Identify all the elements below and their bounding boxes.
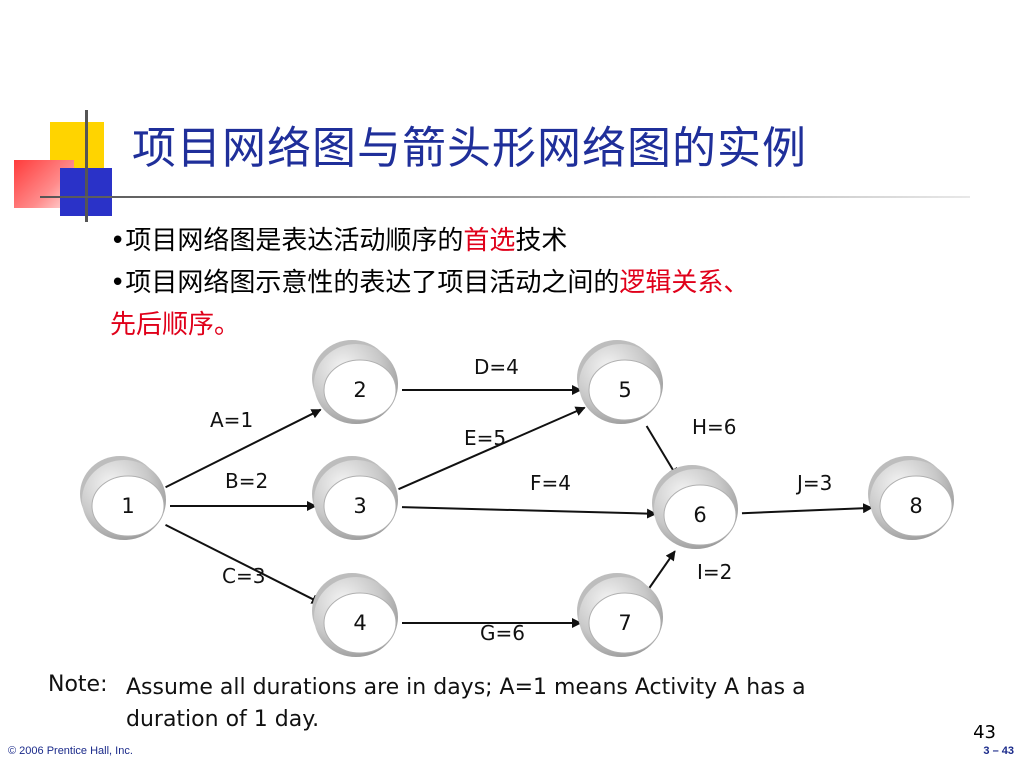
bullet-item-2: •项目网络图示意性的表达了项目活动之间的逻辑关系、 (110, 262, 970, 304)
node-label: 3 (353, 494, 366, 518)
edge-label-7-6: I=2 (697, 560, 732, 584)
node-6: 6 (652, 465, 738, 549)
edge-arrow-3-5 (398, 406, 586, 491)
node-7: 7 (577, 573, 663, 657)
node-face (323, 592, 397, 654)
edge-label-3-5: E=5 (464, 426, 506, 450)
node-label: 7 (618, 611, 631, 635)
edge-arrow-3-6 (401, 506, 658, 519)
node-face (588, 359, 662, 421)
note-label: Note: (48, 672, 108, 697)
edge-label-1-4: C=3 (222, 564, 265, 588)
edge-label-5-6: H=6 (692, 415, 737, 439)
node-face (323, 475, 397, 537)
bullet-text: 项目网络图示意性的表达了项目活动之间的 (125, 268, 620, 298)
page-number: 43 (973, 722, 996, 743)
node-1: 1 (80, 456, 166, 540)
node-label: 4 (353, 611, 366, 635)
node-label: 5 (618, 378, 631, 402)
bullet-item-1: •项目网络图是表达活动顺序的首选技术 (110, 220, 970, 262)
node-face (588, 592, 662, 654)
node-label: 2 (353, 378, 366, 402)
node-label: 1 (121, 494, 134, 518)
node-3: 3 (312, 456, 398, 540)
node-8: 8 (868, 456, 954, 540)
deco-vertical-line (85, 110, 88, 222)
page-title: 项目网络图与箭头形网络图的实例 (132, 123, 807, 174)
deco-horizontal-line (40, 196, 970, 198)
node-4: 4 (312, 573, 398, 657)
edge-arrow-6-8 (741, 503, 874, 515)
bullet-marker: • (110, 226, 126, 256)
edge-arrow-1-4 (165, 524, 322, 605)
nodes-layer: 1 2 3 4 5 6 7 8 (80, 340, 954, 657)
bullet-text: 项目网络图是表达活动顺序的 (125, 226, 464, 256)
edge-label-2-5: D=4 (474, 355, 519, 379)
bullet-list: •项目网络图是表达活动顺序的首选技术 •项目网络图示意性的表达了项目活动之间的逻… (110, 220, 970, 346)
slide-number: 3 – 43 (983, 745, 1014, 757)
edge-label-3-6: F=4 (530, 471, 571, 495)
node-face (91, 475, 165, 537)
node-face (879, 475, 953, 537)
edge-arrow-5-6 (645, 425, 679, 479)
bullet-suffix: 技术 (515, 226, 568, 256)
note-text: Assume all durations are in days; A=1 me… (126, 675, 806, 732)
edge-labels-layer: A=1B=2C=3 D=4E=5F=4G=6 H=6I=2 J=3 (210, 355, 832, 645)
network-diagram: 1 2 3 4 5 6 7 8 A=1B=2C=3 D=4E=5F=4G=6 H=6I=2 J=3 (80, 340, 954, 657)
node-2: 2 (312, 340, 398, 424)
edge-label-6-8: J=3 (795, 471, 832, 495)
edge-label-1-2: A=1 (210, 408, 253, 432)
node-face (323, 359, 397, 421)
bullet-marker: • (110, 268, 126, 298)
copyright-footer: © 2006 Prentice Hall, Inc. (8, 745, 133, 757)
bullet-highlight: 首选 (463, 226, 516, 256)
edges-layer (165, 385, 874, 628)
node-label: 6 (693, 503, 706, 527)
edge-arrow-1-2 (165, 408, 322, 489)
node-face (663, 484, 737, 546)
edge-label-1-3: B=2 (225, 469, 268, 493)
node-label: 8 (909, 494, 922, 518)
node-5: 5 (577, 340, 663, 424)
bullet-item-2-continuation: 先后顺序。 (110, 310, 241, 340)
edge-label-4-7: G=6 (480, 621, 525, 645)
edge-arrow-7-6 (648, 550, 676, 590)
bullet-highlight: 逻辑关系、 (619, 268, 750, 298)
